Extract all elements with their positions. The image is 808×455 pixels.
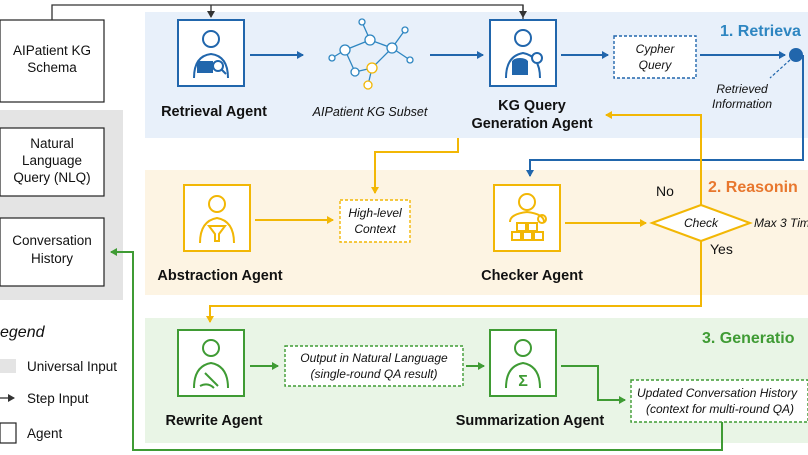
retrieved-label-line2: Information (712, 97, 772, 111)
cypher-query-line2: Query (639, 58, 673, 72)
rewrite-agent-label: Rewrite Agent (166, 413, 263, 429)
kg-subset-label: AIPatient KG Subset (312, 105, 428, 119)
abstraction-agent-label: Abstraction Agent (157, 268, 282, 284)
yes-label: Yes (710, 241, 733, 257)
legend-universal-label: Universal Input (27, 359, 117, 374)
database-node (789, 48, 803, 62)
legend-agent-label: Agent (27, 426, 63, 441)
kg-query-agent-label-line2: Generation Agent (471, 116, 592, 132)
kg-subset-graph (328, 18, 414, 90)
context-line2: Context (354, 222, 396, 236)
output-line1: Output in Natural Language (300, 351, 448, 365)
check-diamond (649, 203, 753, 243)
updated-history-box (630, 379, 808, 423)
summarization-agent-icon (505, 339, 541, 389)
abstraction-agent-icon (199, 195, 235, 244)
retrieval-agent-icon (193, 30, 229, 79)
retrieval-agent-label: Retrieval Agent (161, 104, 267, 120)
yes-to-rewrite-arrow (206, 241, 702, 323)
section-title-reasoning: 2. Reasonin (708, 179, 798, 196)
legend-agent-swatch (0, 422, 17, 444)
check-label: Check (684, 216, 719, 230)
rewrite-agent-icon (193, 339, 229, 389)
kg-query-agent-label-line1: KG Query (498, 98, 566, 114)
summarization-agent-label: Summarization Agent (456, 413, 605, 429)
context-box (339, 199, 411, 243)
legend-step-label: Step Input (27, 391, 89, 406)
schema-box (0, 19, 105, 103)
checker-agent-icon (509, 193, 547, 241)
legend-universal-swatch (0, 359, 16, 373)
max-tries-label: Max 3 Tim (754, 216, 808, 230)
output-box (284, 345, 464, 387)
cypher-query-line1: Cypher (636, 42, 676, 56)
summarization-to-updated-arrow (561, 365, 626, 404)
no-loop-arrow (605, 111, 702, 205)
checker-agent-label: Checker Agent (481, 268, 583, 284)
nlq-label-line1: Natural (30, 136, 74, 151)
retrieved-dashed-line (769, 59, 791, 79)
nlq-label-line2: Language (22, 153, 82, 168)
context-line1: High-level (348, 206, 402, 220)
nlq-label-line3: Query (NLQ) (13, 170, 90, 185)
retrieved-to-checker-arrow (526, 55, 804, 177)
section-title-generation: 3. Generatio (702, 330, 795, 347)
cypher-query-box (613, 35, 697, 79)
nlq-box (0, 127, 105, 197)
history-label-line1: Conversation (12, 233, 92, 248)
updated-history-line2: (context for multi-round QA) (646, 402, 794, 416)
retrieval-section (145, 12, 808, 138)
updated-to-history-arrow (110, 248, 723, 451)
legend-title: egend (0, 324, 46, 341)
section-title-retrieval: 1. Retrieva (720, 23, 801, 40)
history-box (0, 217, 105, 287)
updated-history-line1: Updated Conversation History (637, 386, 798, 400)
schema-label-line2: Schema (27, 60, 77, 75)
kg-query-agent-icon (505, 29, 543, 79)
sigma-icon: Σ (518, 373, 528, 390)
retrieved-label-line1: Retrieved (716, 82, 768, 96)
output-line2: (single-round QA result) (311, 367, 438, 381)
schema-label-line1: AIPatient KG (13, 43, 91, 58)
history-label-line2: History (31, 251, 73, 266)
no-label: No (656, 183, 674, 199)
